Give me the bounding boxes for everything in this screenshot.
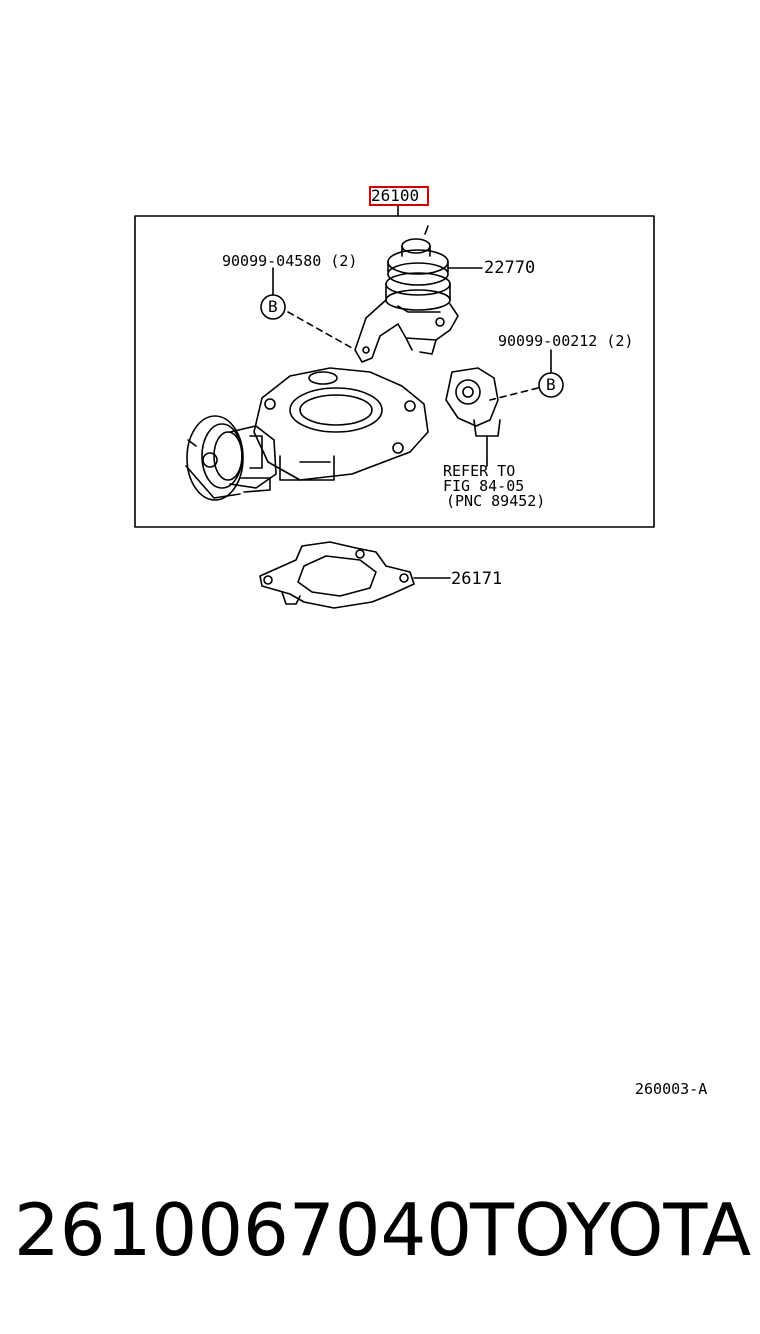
- part-label-vacuum-actuator[interactable]: 22770: [484, 258, 536, 278]
- part-label-bolt-left[interactable]: 90099-04580 (2): [222, 252, 358, 270]
- footer-brand: TOYOTA: [470, 1188, 752, 1272]
- refer-note-line-1: REFER TO: [443, 462, 516, 480]
- drawing-code: 260003-A: [635, 1080, 708, 1098]
- callout-b-left-ring: [260, 294, 286, 320]
- assembly-part-highlight: [369, 186, 429, 206]
- refer-note-line-3: (PNC 89452): [446, 492, 546, 510]
- part-label-gasket[interactable]: 26171: [451, 569, 503, 589]
- assembly-frame: [134, 215, 655, 528]
- callout-b-right: B: [546, 375, 556, 394]
- vacuum-actuator-drawing: [354, 225, 483, 363]
- gasket-drawing: [259, 541, 451, 609]
- part-label-bolt-right[interactable]: 90099-00212 (2): [498, 332, 634, 350]
- throttle-position-sensor-drawing: [445, 367, 501, 463]
- parts-diagram: [134, 186, 655, 609]
- callout-b-left: B: [268, 297, 278, 316]
- refer-note-line-2: FIG 84-05: [443, 477, 525, 495]
- callout-b-right-ring: [538, 372, 564, 398]
- footer-part-number: 2610067040: [14, 1188, 473, 1272]
- throttle-body-drawing: [185, 367, 429, 501]
- assembly-part-label[interactable]: 26100: [371, 186, 420, 205]
